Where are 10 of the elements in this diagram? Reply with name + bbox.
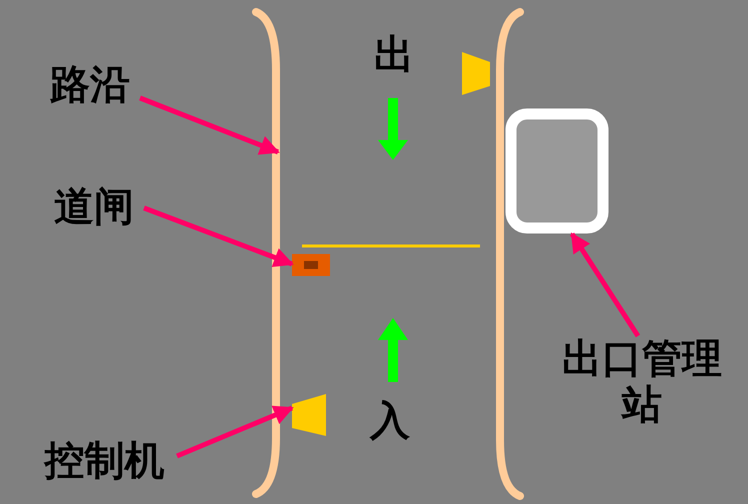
leader-line: [143, 206, 294, 267]
leader-line: [139, 96, 280, 155]
leader-line: [176, 406, 294, 458]
callout-label: 出口管理站: [562, 336, 722, 428]
callout-label: 控制机: [42, 438, 166, 484]
callout-label: 路沿: [49, 62, 131, 108]
leader-line: [570, 232, 640, 338]
callout-label: 道闸: [53, 184, 135, 230]
direction-label: 入: [370, 398, 410, 444]
direction-label: 出: [374, 32, 414, 78]
